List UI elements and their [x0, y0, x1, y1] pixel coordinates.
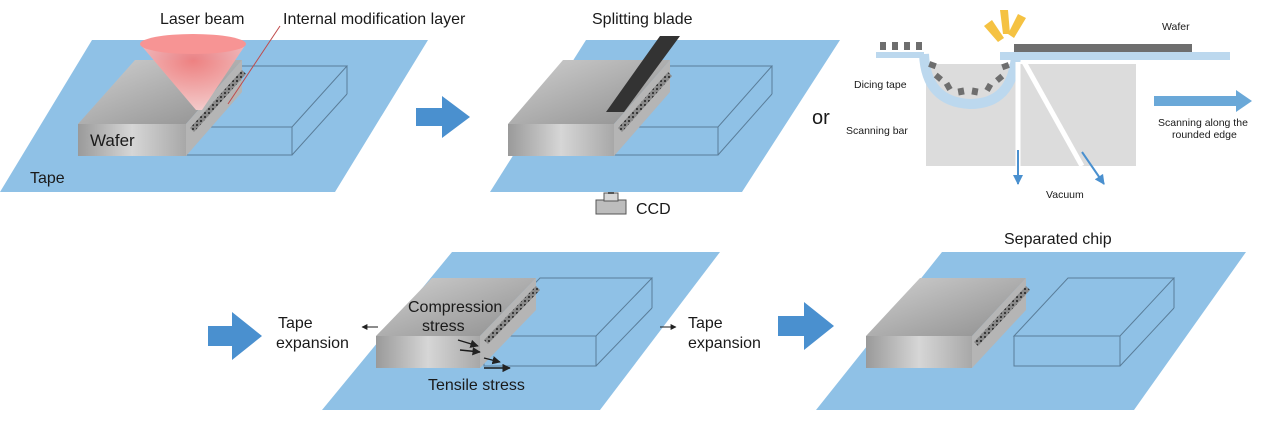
modification-layer	[618, 72, 672, 132]
scanning-direction-label-1: Scanning along the	[1158, 117, 1248, 129]
tape-label: Tape	[30, 170, 65, 187]
tape-expansion-left-2: expansion	[276, 335, 349, 352]
modification-layer-label: Internal modification layer	[283, 11, 466, 28]
scanning-direction-arrow	[1154, 90, 1252, 112]
panel-tape-expansion: Tape expansion Compression stress Tensil…	[276, 252, 761, 410]
wafer-strip	[1014, 44, 1192, 52]
compression-stress-label-2: stress	[422, 318, 465, 335]
flow-arrow-3	[778, 302, 834, 350]
flow-arrow-2	[208, 312, 262, 360]
tensile-stress-label: Tensile stress	[428, 377, 525, 394]
modification-layer	[484, 286, 540, 344]
laser-beam-cone	[140, 34, 246, 110]
ccd-camera-icon	[595, 192, 627, 215]
tape-expansion-right-2: expansion	[688, 335, 761, 352]
panel-splitting-blade: Splitting blade CCD	[490, 11, 840, 218]
modification-layer	[974, 286, 1030, 346]
tape-expansion-left-1: Tape	[278, 315, 313, 332]
ccd-label: CCD	[636, 201, 671, 218]
vacuum-chamber	[926, 64, 1136, 166]
chip-right-outline	[1012, 277, 1176, 367]
dicing-tape-strip-left	[876, 52, 924, 58]
scanning-bar-curve	[919, 53, 1021, 110]
blade-label: Splitting blade	[592, 11, 693, 28]
laser-beam-label: Laser beam	[160, 11, 245, 28]
vacuum-label: Vacuum	[1046, 189, 1084, 201]
scanning-bar-label: Scanning bar	[846, 125, 908, 137]
modification-leader-line	[227, 25, 281, 105]
flow-arrow-1	[416, 96, 470, 138]
vacuum-arrows	[1015, 60, 1085, 168]
stress-arrows	[457, 339, 511, 373]
chips-on-curve	[928, 61, 1010, 96]
left-chip-row	[880, 42, 922, 50]
modification-layer	[190, 70, 246, 132]
splitting-blade	[606, 36, 680, 112]
crack-sparks-icon	[984, 10, 1026, 42]
dicing-tape-strip	[1000, 52, 1230, 60]
wafer-block	[508, 60, 670, 156]
tape-expansion-right-1: Tape	[688, 315, 723, 332]
dicing-tape-label: Dicing tape	[854, 79, 907, 91]
panel-separated-chip: Separated chip	[816, 231, 1246, 410]
scanning-direction-label-2: rounded edge	[1172, 129, 1237, 141]
compression-stress-label-1: Compression	[408, 299, 502, 316]
vacuum-arrow-2	[1081, 151, 1105, 185]
wafer-label: Wafer	[90, 131, 135, 150]
wafer-label-3: Wafer	[1162, 21, 1190, 33]
or-label: or	[812, 107, 830, 129]
panel-rounded-edge-scanning: Wafer Dicing tape Scanning bar Scanning …	[846, 10, 1252, 201]
panel-laser-irradiation: Laser beam Internal modification layer W…	[0, 11, 466, 192]
separated-chip-label: Separated chip	[1004, 231, 1112, 248]
